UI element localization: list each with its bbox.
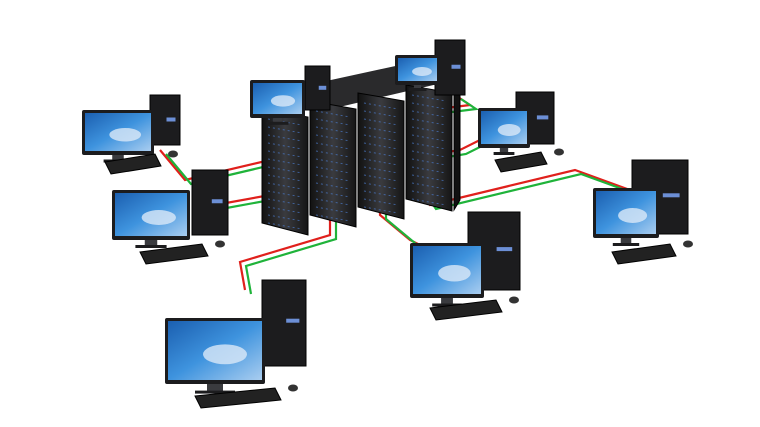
- red-cable: [238, 215, 332, 291]
- mouse: [509, 296, 519, 304]
- keyboard: [494, 151, 548, 173]
- server-cabinet: [309, 100, 357, 228]
- keyboard: [429, 299, 503, 321]
- green-cable: [165, 153, 277, 186]
- keyboard: [194, 387, 282, 409]
- desktop-computer-icon: [593, 159, 693, 265]
- desktop-computer-icon: [112, 169, 229, 265]
- desktop-computer-icon: [395, 39, 466, 96]
- mouse: [554, 148, 564, 156]
- keyboard: [104, 153, 162, 175]
- red-cable: [159, 149, 271, 182]
- desktop-computer-icon: [165, 279, 307, 409]
- mouse: [168, 150, 178, 158]
- server-cabinet: [405, 84, 453, 212]
- mouse: [215, 240, 225, 248]
- desktop-computer-icon: [82, 94, 181, 175]
- desktop-computer-icon: [478, 91, 564, 173]
- keyboard: [139, 243, 209, 265]
- server-cabinet: [261, 108, 309, 236]
- keyboard: [611, 243, 677, 265]
- mouse: [683, 240, 693, 248]
- desktop-computer-icon: [410, 211, 521, 321]
- mouse: [288, 384, 298, 392]
- desktop-computer-icon: [250, 65, 331, 125]
- computers: [82, 39, 693, 409]
- server-cabinet: [357, 92, 405, 220]
- tower-case: [261, 279, 307, 367]
- green-cable: [244, 219, 338, 295]
